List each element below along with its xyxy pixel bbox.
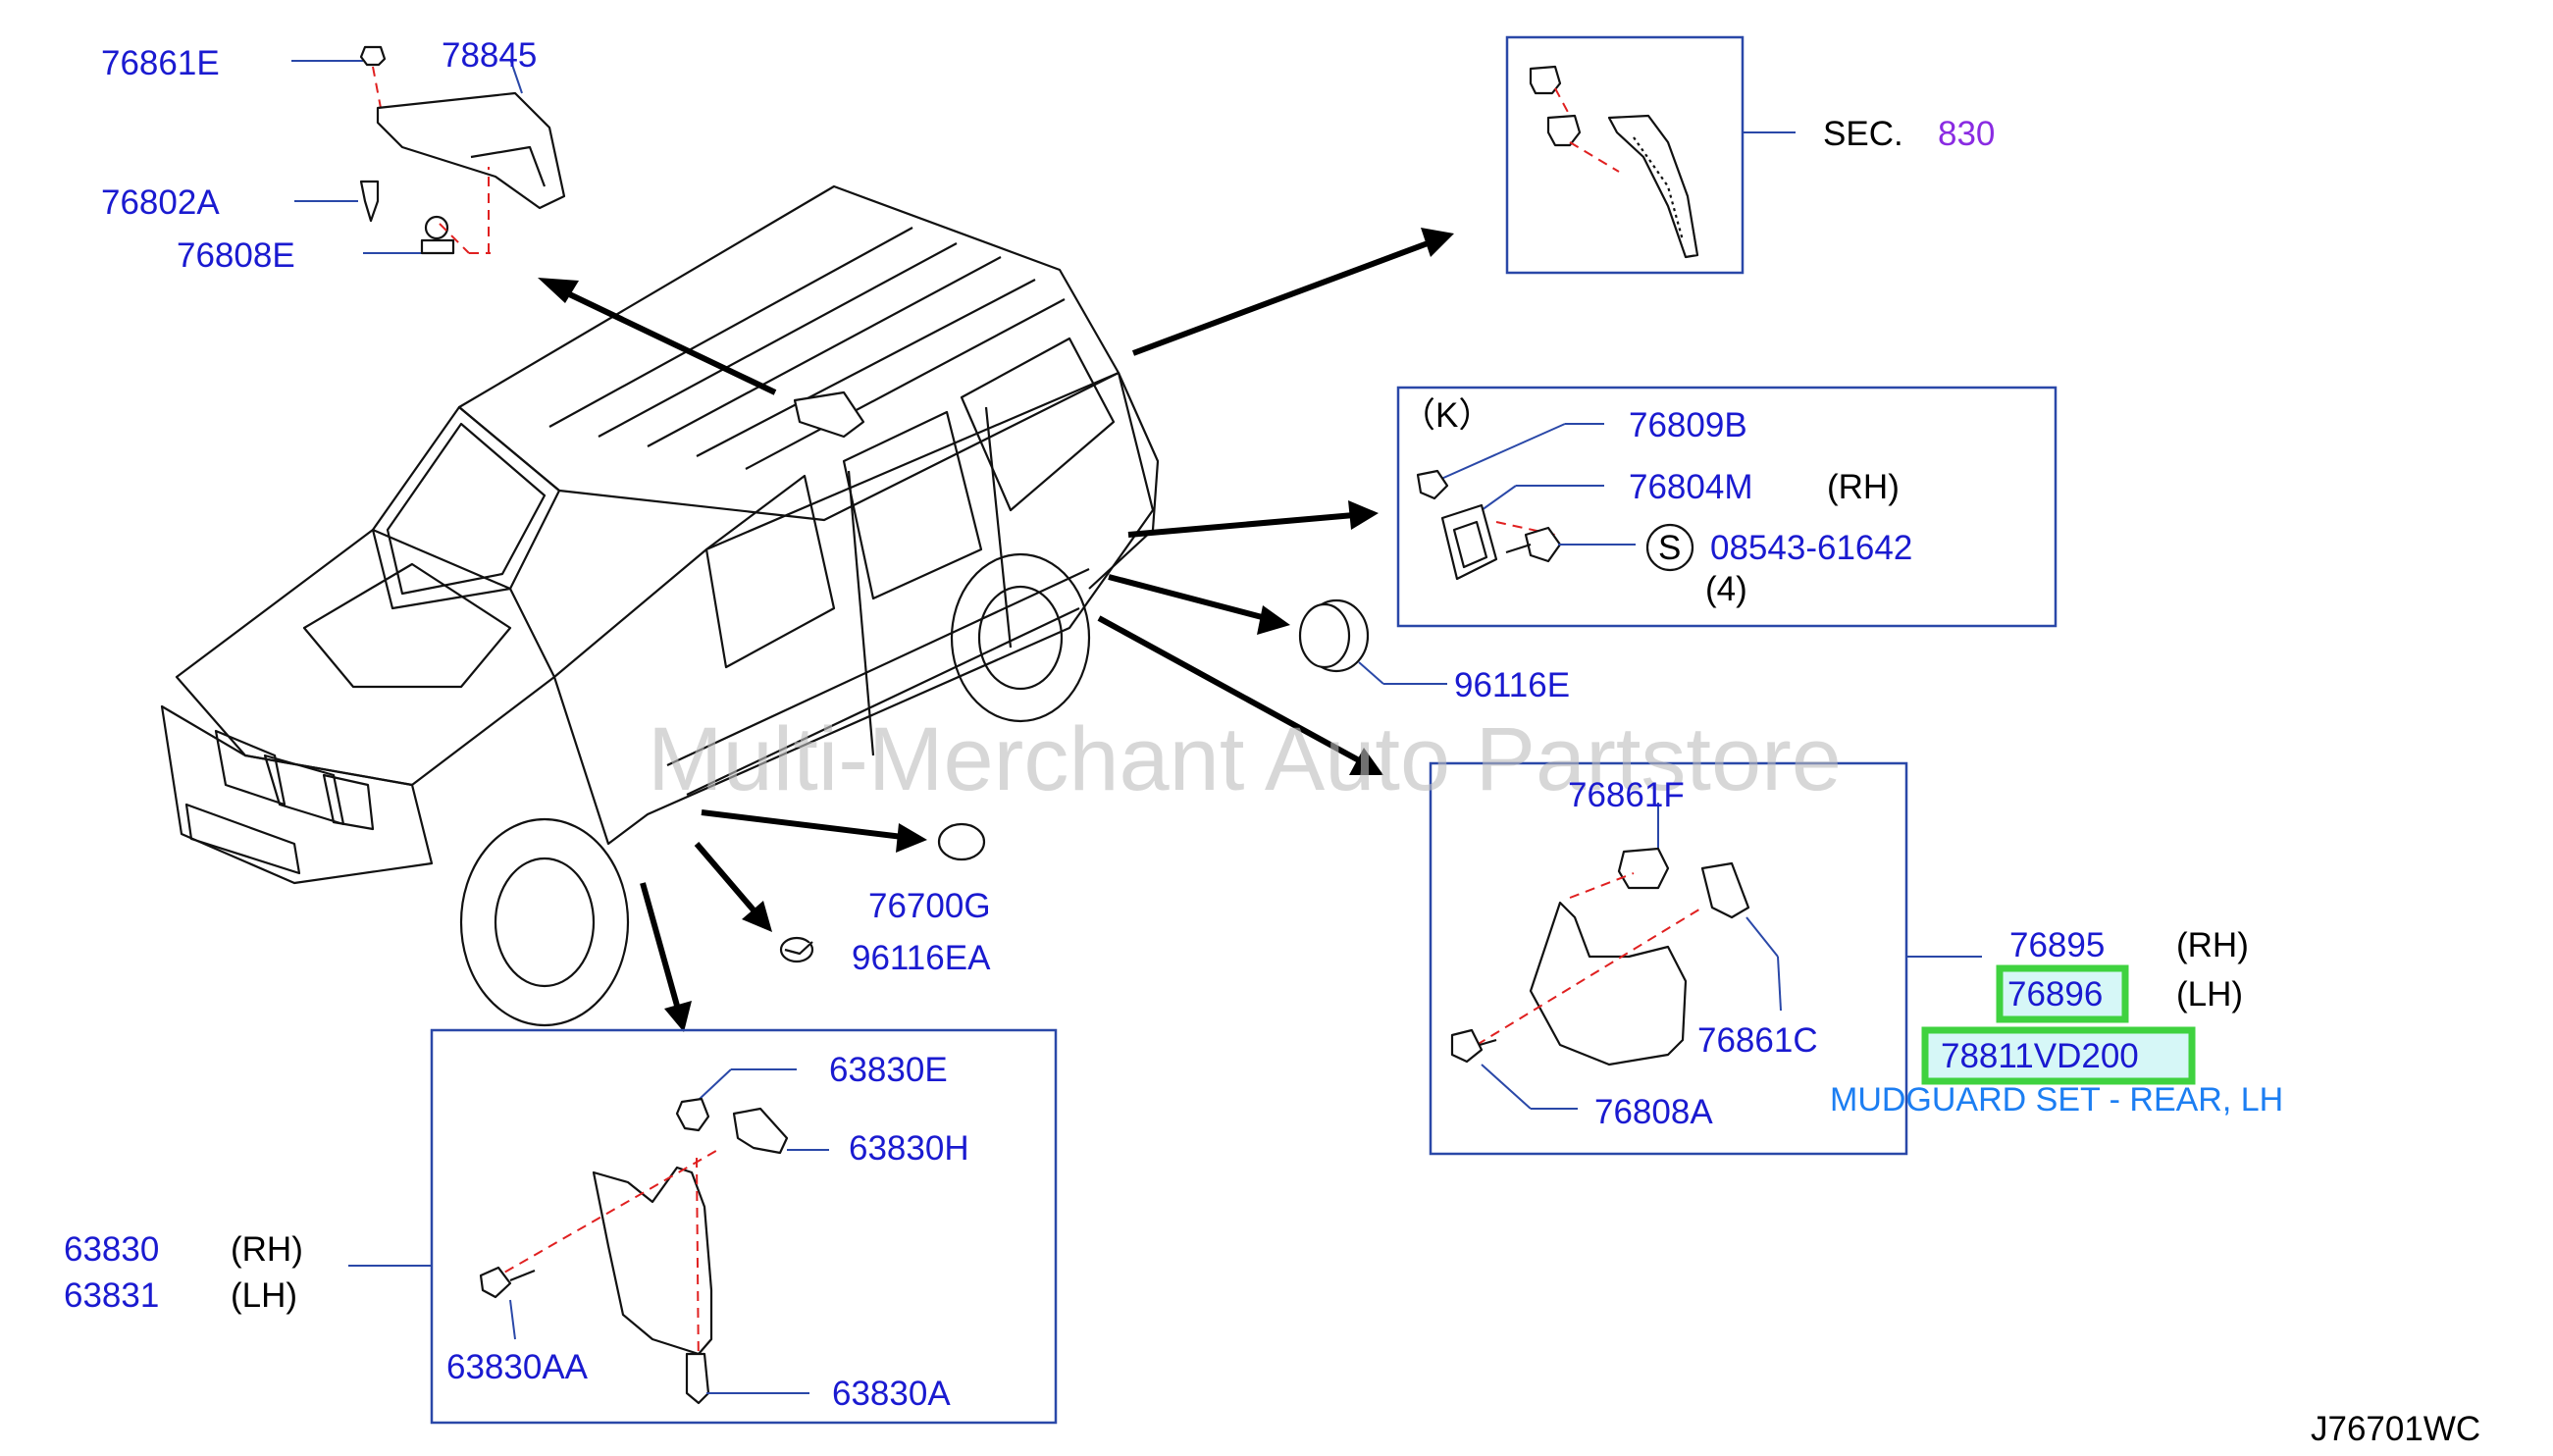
k-label: （K） <box>1401 396 1492 435</box>
part-76861c[interactable]: 76861C <box>1697 1021 1818 1060</box>
part-63830[interactable]: 63830 <box>64 1230 159 1269</box>
sec-number-830[interactable]: 830 <box>1938 115 1995 153</box>
clip-group <box>1396 386 2058 628</box>
part-63830e[interactable]: 63830E <box>829 1051 948 1089</box>
part-76808a[interactable]: 76808A <box>1594 1093 1713 1131</box>
roof-trim-group <box>291 45 566 255</box>
part-76809b[interactable]: 76809B <box>1629 406 1747 444</box>
part-76804m[interactable]: 76804M <box>1629 468 1752 506</box>
qty-label: (4) <box>1705 570 1747 608</box>
rh-label-63830: (RH) <box>231 1230 303 1269</box>
small-plugs <box>779 822 986 963</box>
part-96116ea[interactable]: 96116EA <box>852 939 991 977</box>
part-76896[interactable]: 76896 <box>2007 975 2103 1014</box>
rh-label-76895: (RH) <box>2176 926 2249 964</box>
part-78845[interactable]: 78845 <box>442 36 537 75</box>
part-63831[interactable]: 63831 <box>64 1276 159 1315</box>
part-63830a[interactable]: 63830A <box>832 1375 951 1413</box>
sec-label: SEC. <box>1823 115 1903 153</box>
part-08543-61642[interactable]: 08543-61642 <box>1710 529 1912 567</box>
plug-96116e <box>1298 598 1447 685</box>
part-76861f[interactable]: 76861F <box>1568 776 1685 814</box>
s-symbol: S <box>1658 529 1681 567</box>
part-78811vd200[interactable]: 78811VD200 <box>1941 1037 2139 1075</box>
rh-label-76804m: (RH) <box>1827 468 1900 506</box>
diagram-id: J76701WC <box>2311 1410 2480 1448</box>
part-76895[interactable]: 76895 <box>2009 926 2105 964</box>
arrows <box>538 228 1454 1032</box>
highlight-78811vd200 <box>1921 1026 2196 1085</box>
watermark: Multi-Merchant Auto Partstore <box>648 709 1842 809</box>
part-76861e[interactable]: 76861E <box>101 44 220 82</box>
vehicle-illustration <box>160 184 1160 1027</box>
part-76802a[interactable]: 76802A <box>101 183 220 222</box>
part-63830aa[interactable]: 63830AA <box>446 1348 589 1386</box>
lh-label-63831: (LH) <box>231 1276 297 1315</box>
lh-label-76896: (LH) <box>2176 975 2243 1014</box>
part-96116e[interactable]: 96116E <box>1454 666 1570 704</box>
rear-mudguard-group <box>1429 761 1982 1156</box>
sec-830-group <box>1505 35 1796 275</box>
part-labels: 76861E 78845 76802A 76808E SEC. 830 （K） … <box>64 36 2480 1448</box>
part-76700g[interactable]: 76700G <box>868 887 991 925</box>
part-63830h[interactable]: 63830H <box>849 1129 969 1168</box>
highlight-76896 <box>1996 964 2129 1023</box>
part-76808e[interactable]: 76808E <box>177 236 295 275</box>
front-mudguard-group <box>348 1028 1058 1425</box>
mudguard-description: MUDGUARD SET - REAR, LH <box>1830 1081 2283 1118</box>
